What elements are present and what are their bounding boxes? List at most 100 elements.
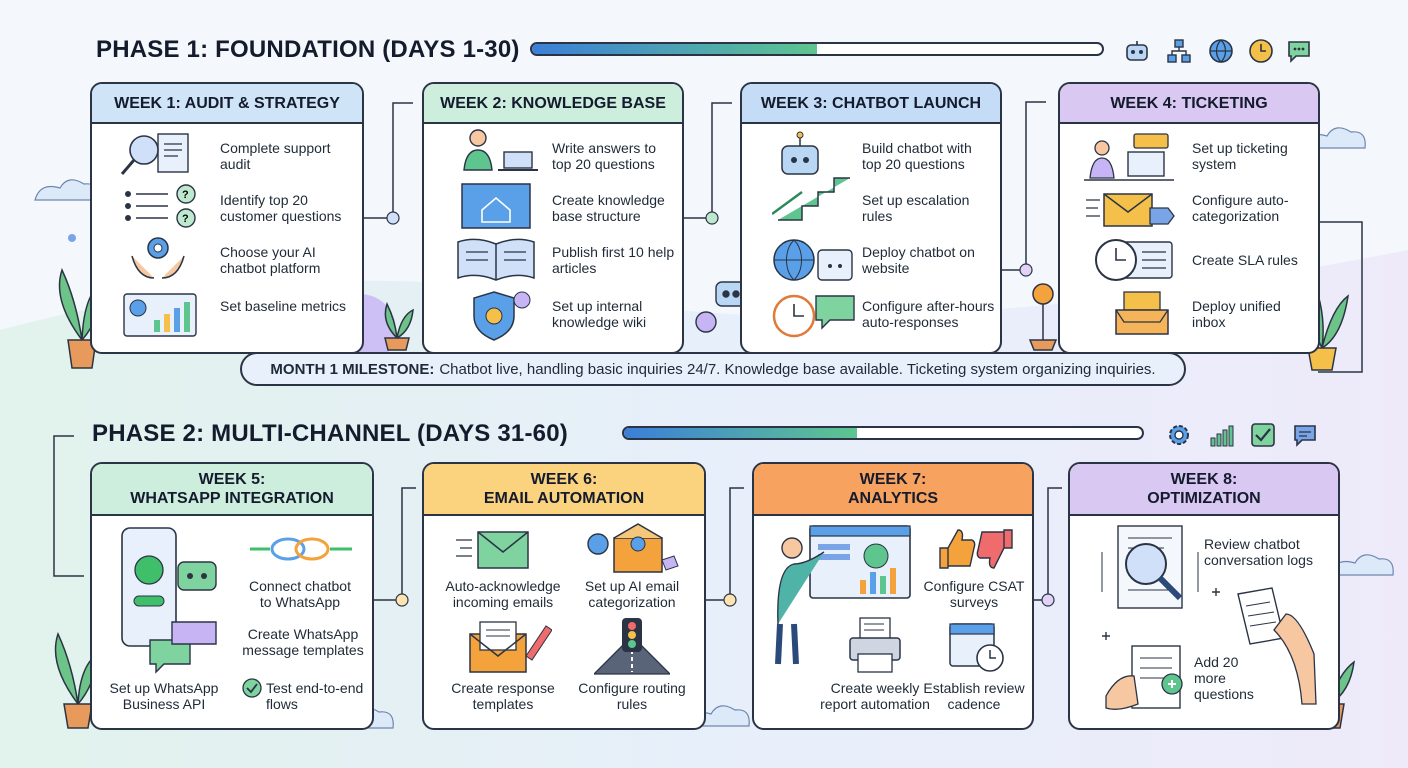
week-6-item-4: Configure routing rules: [578, 680, 686, 712]
week-5-title-line1: WEEK 5:: [198, 471, 266, 488]
envelope-speed-icon: [456, 531, 529, 569]
week-7-card: WEEK 7:ANALYTICS Configure CSAT surveys …: [752, 462, 1034, 730]
week-5-item-2: Create WhatsApp message templates: [242, 626, 364, 658]
robot-steps-icon: [772, 131, 850, 221]
globe-icon: [1209, 39, 1233, 63]
week-4-title: WEEK 4: TICKETING: [1060, 84, 1318, 124]
week-6-title: WEEK 6: EMAIL AUTOMATION: [424, 464, 704, 516]
week-8-title-line2: OPTIMIZATION: [1147, 490, 1261, 507]
week-1-item-3: Choose your AI chatbot platform: [220, 244, 321, 276]
week-8-title: WEEK 8: OPTIMIZATION: [1070, 464, 1338, 516]
week-3-title: WEEK 3: CHATBOT LAUNCH: [742, 84, 1000, 124]
week-6-title-line2: EMAIL AUTOMATION: [483, 490, 645, 507]
check-circle-icon: [242, 678, 262, 698]
milestone-label: MONTH 1 MILESTONE:: [270, 360, 435, 378]
traffic-light-icon: [594, 618, 670, 675]
scroll-magnifier-icon: [1101, 525, 1199, 609]
week-1-card: WEEK 1: AUDIT & STRATEGY Complete suppor…: [90, 82, 364, 354]
chat-bubble-icon: [1294, 425, 1316, 447]
week-5-item-1: Connect chatbot to WhatsApp: [249, 578, 351, 610]
envelope-tag-icon: [1086, 193, 1175, 227]
bar-chart-icon: [1210, 425, 1234, 447]
week-6-item-3: Create response templates: [451, 680, 555, 712]
week-6-title-line1: WEEK 6:: [530, 471, 598, 488]
chat-bubble-icon: [1288, 41, 1310, 63]
presenter-dashboard-icon: [775, 525, 911, 665]
clock-list-icon: [1095, 239, 1173, 281]
week-4-item-3: Create SLA rules: [1192, 252, 1298, 268]
person-computer-ticket-icon: [1084, 133, 1174, 181]
calendar-clock-icon: [949, 623, 1004, 672]
checkmark-icon: [1251, 423, 1275, 447]
week-7-title: WEEK 7: ANALYTICS: [754, 464, 1032, 516]
clock-icon: [1249, 39, 1273, 63]
week-6-item-1: Auto-acknowledge incoming emails: [445, 578, 561, 610]
week-6-card: WEEK 6: EMAIL AUTOMATION Auto-acknowledge…: [422, 462, 706, 730]
phase-2-progress-fill: [624, 428, 858, 438]
phase-1-progress-fill: [532, 44, 817, 54]
week-7-item-3: Establish review cadence: [923, 680, 1025, 712]
week-1-item-1: Complete support audit: [220, 140, 331, 172]
hand-documents-icon: [1102, 587, 1317, 710]
week-5-item-4: Test end-to-end flows: [266, 680, 364, 712]
flowchart-icon: [1167, 39, 1191, 63]
week-4-item-1: Set up ticketing system: [1192, 140, 1288, 172]
week-4-item-2: Configure auto-categorization: [1192, 192, 1289, 224]
week-2-title: WEEK 2: KNOWLEDGE BASE: [424, 84, 682, 124]
blueprint-house-icon: [461, 183, 531, 229]
week-8-title-line1: WEEK 8:: [1170, 471, 1238, 488]
globe-browser-icon: [773, 239, 853, 281]
clock-chat-icon: [772, 294, 855, 338]
week-1-item-4: Set baseline metrics: [220, 298, 347, 314]
hands-gear-icon: [131, 237, 185, 279]
week-2-item-2: Create knowledge base structure: [552, 192, 665, 224]
week-7-item-2: Create weekly report automation: [820, 680, 930, 712]
printer-report-icon: [849, 617, 901, 673]
week-2-item-3: Publish first 10 help articles: [552, 244, 675, 276]
week-6-item-2: Set up AI email categorization: [584, 578, 680, 610]
svg-text:?: ?: [182, 189, 189, 201]
inbox-tray-icon: [1115, 291, 1169, 335]
robot-icon: [1126, 41, 1148, 61]
week-3-card: WEEK 3: CHATBOT LAUNCH Build chatbot wit…: [740, 82, 1002, 354]
gear-icon: [1169, 425, 1189, 445]
open-book-icon: [457, 238, 535, 281]
week-5-card: WEEK 5: WHATSAPP INTEGRATION Connect chat…: [90, 462, 374, 730]
week-4-item-4: Deploy unified inbox: [1192, 298, 1281, 330]
phase-2-title: PHASE 2: MULTI-CHANNEL (DAYS 31-60): [92, 420, 568, 447]
envelope-gear-icon: [587, 523, 679, 573]
question-list-icon: ??: [125, 184, 196, 228]
thumbs-icon: [939, 529, 1013, 569]
week-3-item-1: Build chatbot with top 20 questions: [862, 140, 972, 172]
phase-2-progress-bar: [622, 426, 1144, 440]
week-1-item-2: Identify top 20 customer questions: [220, 192, 342, 224]
milestone-text: Chatbot live, handling basic inquiries 2…: [439, 360, 1156, 378]
week-8-item-2: Add 20 more questions: [1194, 654, 1254, 702]
person-laptop-icon: [463, 129, 538, 171]
whatsapp-phone-icon: [121, 527, 217, 674]
week-2-item-4: Set up internal knowledge wiki: [552, 298, 647, 330]
week-2-item-1: Write answers to top 20 questions: [552, 140, 656, 172]
phase-1-progress-bar: [530, 42, 1104, 56]
week-1-title: WEEK 1: AUDIT & STRATEGY: [92, 84, 362, 124]
envelope-pencil-icon: [469, 621, 552, 673]
metrics-chart-icon: [123, 293, 197, 337]
week-4-card: WEEK 4: TICKETING Set up ticketing syste…: [1058, 82, 1320, 354]
magnifier-document-icon: [120, 133, 189, 175]
phase-1-title: PHASE 1: FOUNDATION (DAYS 1-30): [96, 36, 520, 63]
week-3-item-3: Deploy chatbot on website: [862, 244, 975, 276]
week-3-item-4: Configure after-hours auto-responses: [862, 298, 995, 330]
shield-gear-icon: [473, 291, 531, 341]
month-1-milestone-banner: MONTH 1 MILESTONE: Chatbot live, handlin…: [240, 352, 1186, 386]
week-7-title-line2: ANALYTICS: [847, 490, 939, 507]
week-5-title: WEEK 5: WHATSAPP INTEGRATION: [92, 464, 372, 516]
svg-text:?: ?: [182, 213, 189, 225]
week-8-item-1: Review chatbot conversation logs: [1204, 536, 1313, 568]
week-7-title-line1: WEEK 7:: [859, 471, 927, 488]
week-2-card: WEEK 2: KNOWLEDGE BASE Write answers to …: [422, 82, 684, 354]
week-5-title-line2: WHATSAPP INTEGRATION: [130, 490, 334, 507]
week-5-item-3: Set up WhatsApp Business API: [109, 680, 219, 712]
week-8-card: WEEK 8: OPTIMIZATION Review chatbot conve…: [1068, 462, 1340, 730]
week-3-item-2: Set up escalation rules: [862, 192, 970, 224]
chain-link-icon: [250, 537, 352, 561]
